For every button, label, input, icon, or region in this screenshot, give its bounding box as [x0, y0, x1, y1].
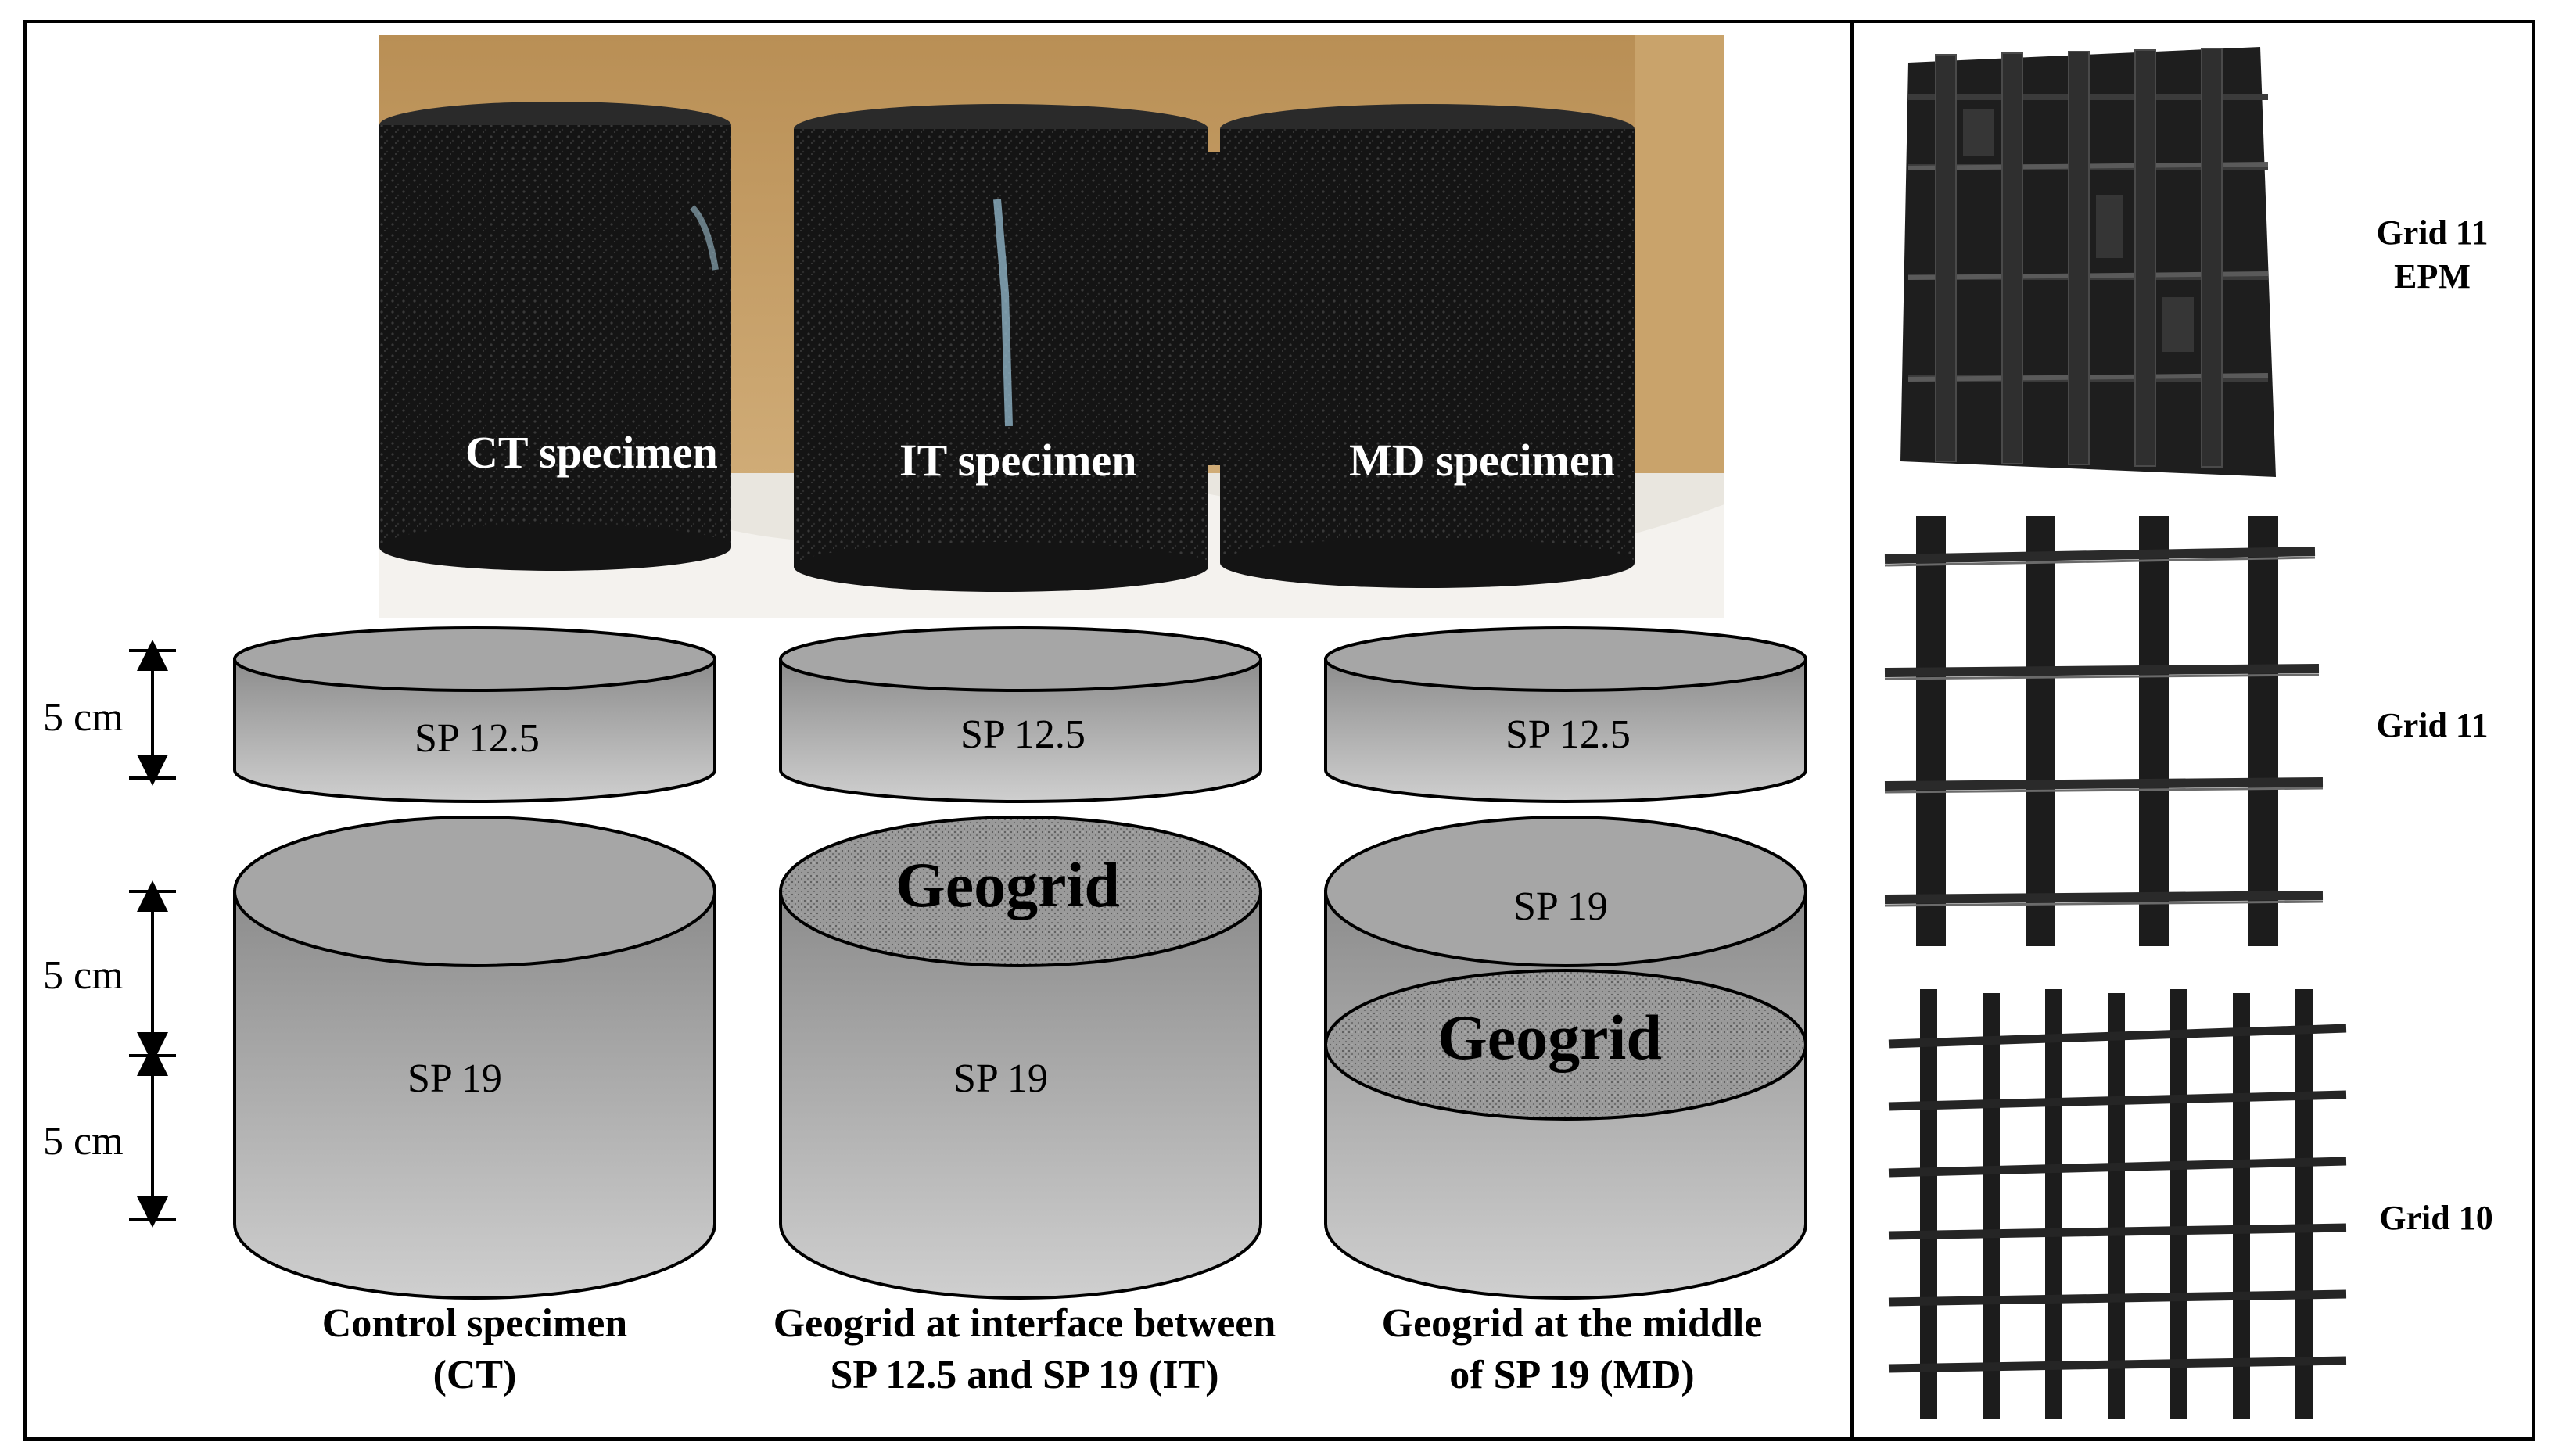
grid-11-epm-photo: [1893, 39, 2299, 485]
grid-10-photo: [1885, 981, 2354, 1427]
ct-caption: Control specimen (CT): [264, 1298, 686, 1401]
md-caption-line-2: of SP 19 (MD): [1449, 1353, 1695, 1397]
grid-10-label-line-1: Grid 10: [2379, 1199, 2493, 1237]
grid-11-photo: [1881, 504, 2342, 958]
ct-caption-line-2: (CT): [432, 1353, 517, 1397]
it-schematic: [779, 626, 1262, 1300]
dimension-markers: [129, 640, 176, 1228]
ct-specimen-label: CT specimen: [465, 427, 718, 478]
md-upper-layer-label: SP 19: [1513, 884, 1608, 929]
grid-10-label: Grid 10: [2366, 1196, 2507, 1240]
it-caption-line-2: SP 12.5 and SP 19 (IT): [830, 1353, 1219, 1397]
it-bottom-layer-label: SP 19: [953, 1056, 1048, 1101]
md-specimen-label: MD specimen: [1349, 435, 1615, 486]
ct-caption-line-1: Control specimen: [321, 1301, 628, 1346]
grid-11-label: Grid 11: [2362, 704, 2503, 748]
specimen-panel: CT specimen IT specimen MD specimen: [23, 20, 1857, 1441]
md-schematic: [1324, 626, 1807, 1300]
md-caption-line-1: Geogrid at the middle: [1381, 1301, 1763, 1346]
dimension-label-top: 5 cm: [43, 695, 124, 740]
grid-11-epm-label: Grid 11 EPM: [2362, 211, 2503, 299]
it-top-layer-label: SP 12.5: [960, 712, 1086, 757]
md-geogrid-label: Geogrid: [1437, 1002, 1662, 1073]
specimen-schematic: [129, 626, 1807, 1300]
grid-11-label-line-1: Grid 11: [2376, 706, 2489, 744]
it-specimen-label: IT specimen: [899, 435, 1137, 486]
specimens-photo: [379, 35, 1724, 618]
ct-top-layer-label: SP 12.5: [415, 716, 540, 761]
geogrid-panel: Grid 11 EPM Grid 11 Grid 10: [1850, 20, 2535, 1441]
grid-11-epm-label-line-1: Grid 11: [2376, 213, 2489, 252]
ct-schematic: [233, 626, 716, 1300]
it-geogrid-label: Geogrid: [895, 849, 1120, 920]
dimension-label-bottom: 5 cm: [43, 1119, 124, 1164]
md-top-layer-label: SP 12.5: [1506, 712, 1631, 757]
md-caption: Geogrid at the middle of SP 19 (MD): [1330, 1298, 1814, 1401]
it-caption: Geogrid at interface between SP 12.5 and…: [720, 1298, 1330, 1401]
dimension-label-middle: 5 cm: [43, 953, 124, 998]
it-caption-line-1: Geogrid at interface between: [773, 1301, 1276, 1346]
ct-bottom-layer-label: SP 19: [407, 1056, 502, 1101]
grid-11-epm-label-line-2: EPM: [2394, 257, 2471, 296]
